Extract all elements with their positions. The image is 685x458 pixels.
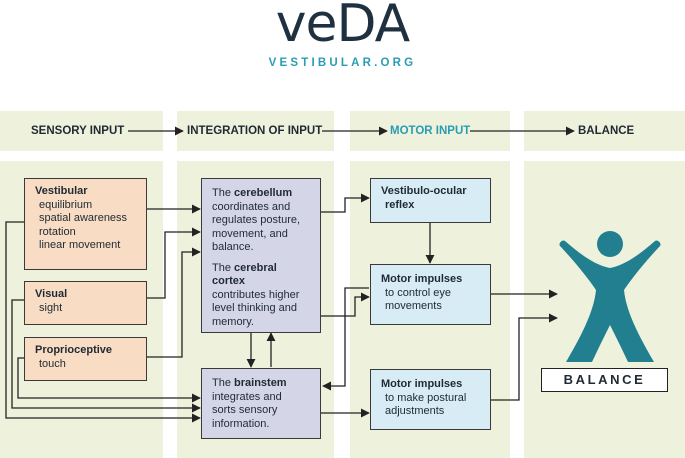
eye-motor-title: Motor impulses — [381, 273, 463, 285]
eye-motor-item: to control eye — [385, 286, 452, 299]
posture-motor-box: Motor impulses to make postural adjustme… — [370, 369, 491, 430]
visual-title: Visual — [35, 288, 68, 300]
header-integration-of-input: INTEGRATION OF INPUT — [187, 125, 323, 137]
vestibular-item: spatial awareness — [39, 212, 128, 224]
brainstem-pre: The — [212, 377, 235, 389]
arrow-proprio-cerebellum — [147, 247, 201, 358]
arrow-eye-brainstem — [322, 287, 369, 391]
header-balance: BALANCE — [578, 125, 635, 137]
visual-item: sight — [39, 301, 63, 314]
brainstem-text: integrates and — [212, 390, 282, 403]
arrow-visual-cerebellum — [147, 227, 201, 299]
eye-motor-item: movements — [385, 300, 442, 312]
brainstem-text: sorts sensory — [212, 404, 278, 416]
cortex-text: memory. — [212, 315, 254, 328]
balance-figure-icon — [559, 231, 661, 362]
vestibular-item: rotation — [39, 225, 76, 238]
cerebellum-text: regulates posture, — [212, 214, 301, 226]
vestibular-item: equilibrium — [39, 198, 93, 211]
cerebellum-text: coordinates and — [212, 200, 291, 213]
visual-box: Visual sight — [24, 281, 147, 325]
balance-label: BALANCE — [541, 368, 668, 392]
logo-wordmark: veDA — [275, 0, 410, 54]
proprioceptive-item: touch — [39, 357, 66, 370]
cerebellum-term: cerebellum — [234, 187, 293, 199]
proprioceptive-box: Proprioceptive touch — [24, 337, 147, 381]
header-motor-input: MOTOR INPUT — [390, 125, 471, 137]
header-sensory-input: SENSORY INPUT — [31, 125, 125, 137]
cortex-term: cerebral cortex — [212, 261, 277, 288]
vor-box: Vestibulo-ocular reflex — [370, 178, 491, 223]
cortex-pre: The — [212, 261, 235, 274]
cerebellum-box: The cerebellum coordinates and regulates… — [201, 178, 321, 333]
proprioceptive-title: Proprioceptive — [35, 344, 113, 356]
vestibular-title: Vestibular — [35, 185, 88, 197]
arrow-cerebellum-eye — [321, 292, 370, 317]
cortex-text: level thinking and — [212, 302, 298, 314]
logo-site: VESTIBULAR.ORG — [268, 57, 417, 69]
brainstem-term: brainstem — [234, 377, 287, 389]
posture-motor-title: Motor impulses — [381, 378, 463, 390]
arrow-posture-balance — [491, 313, 558, 401]
cerebellum-text: movement, and — [212, 227, 288, 240]
posture-motor-item: to make postural — [385, 391, 467, 404]
posture-motor-item: adjustments — [385, 405, 445, 417]
eye-motor-box: Motor impulses to control eye movements — [370, 264, 491, 325]
logo: veDA VESTIBULAR.ORG — [0, 0, 685, 80]
cortex-text: contributes higher — [212, 288, 300, 301]
vor-text: Vestibulo-ocular — [381, 185, 467, 197]
brainstem-text: information. — [212, 417, 270, 430]
brainstem-box: The brainstem integrates and sorts senso… — [201, 368, 321, 439]
cerebellum-pre: The — [212, 187, 235, 199]
arrow-proprio-brainstem — [17, 357, 201, 403]
arrow-visual-brainstem — [11, 299, 201, 413]
vestibular-box: Vestibular equilibrium spatial awareness… — [24, 178, 147, 270]
arrow-vestibular-brainstem — [5, 221, 201, 423]
vor-text: reflex — [385, 198, 415, 211]
vestibular-item: linear movement — [39, 239, 121, 251]
arrow-cerebellum-vor — [321, 193, 370, 213]
cerebellum-text: balance. — [212, 241, 254, 253]
